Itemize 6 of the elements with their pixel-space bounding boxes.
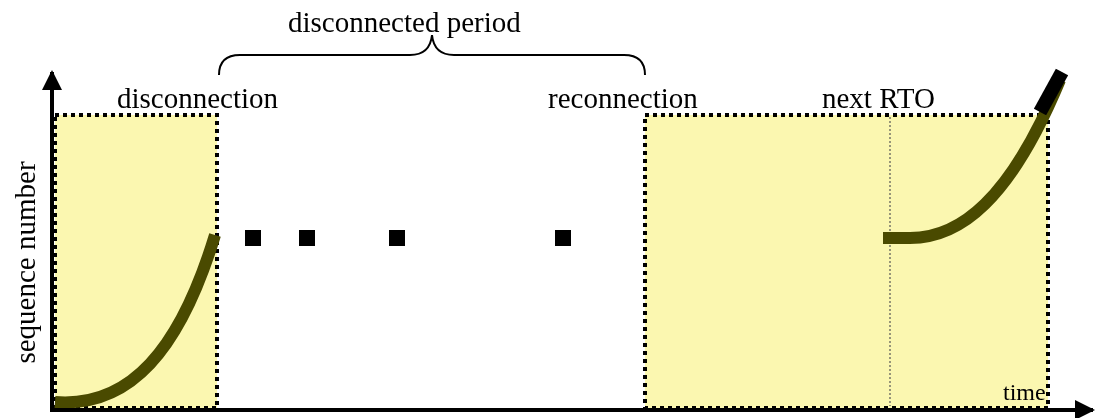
event-label: disconnection (117, 84, 279, 113)
axis-label: sequence number (10, 160, 40, 364)
event-label: reconnection (548, 84, 698, 113)
period-label: disconnected period (288, 8, 521, 37)
event-label: next RTO (822, 84, 935, 113)
axis-label: time (1003, 380, 1046, 404)
